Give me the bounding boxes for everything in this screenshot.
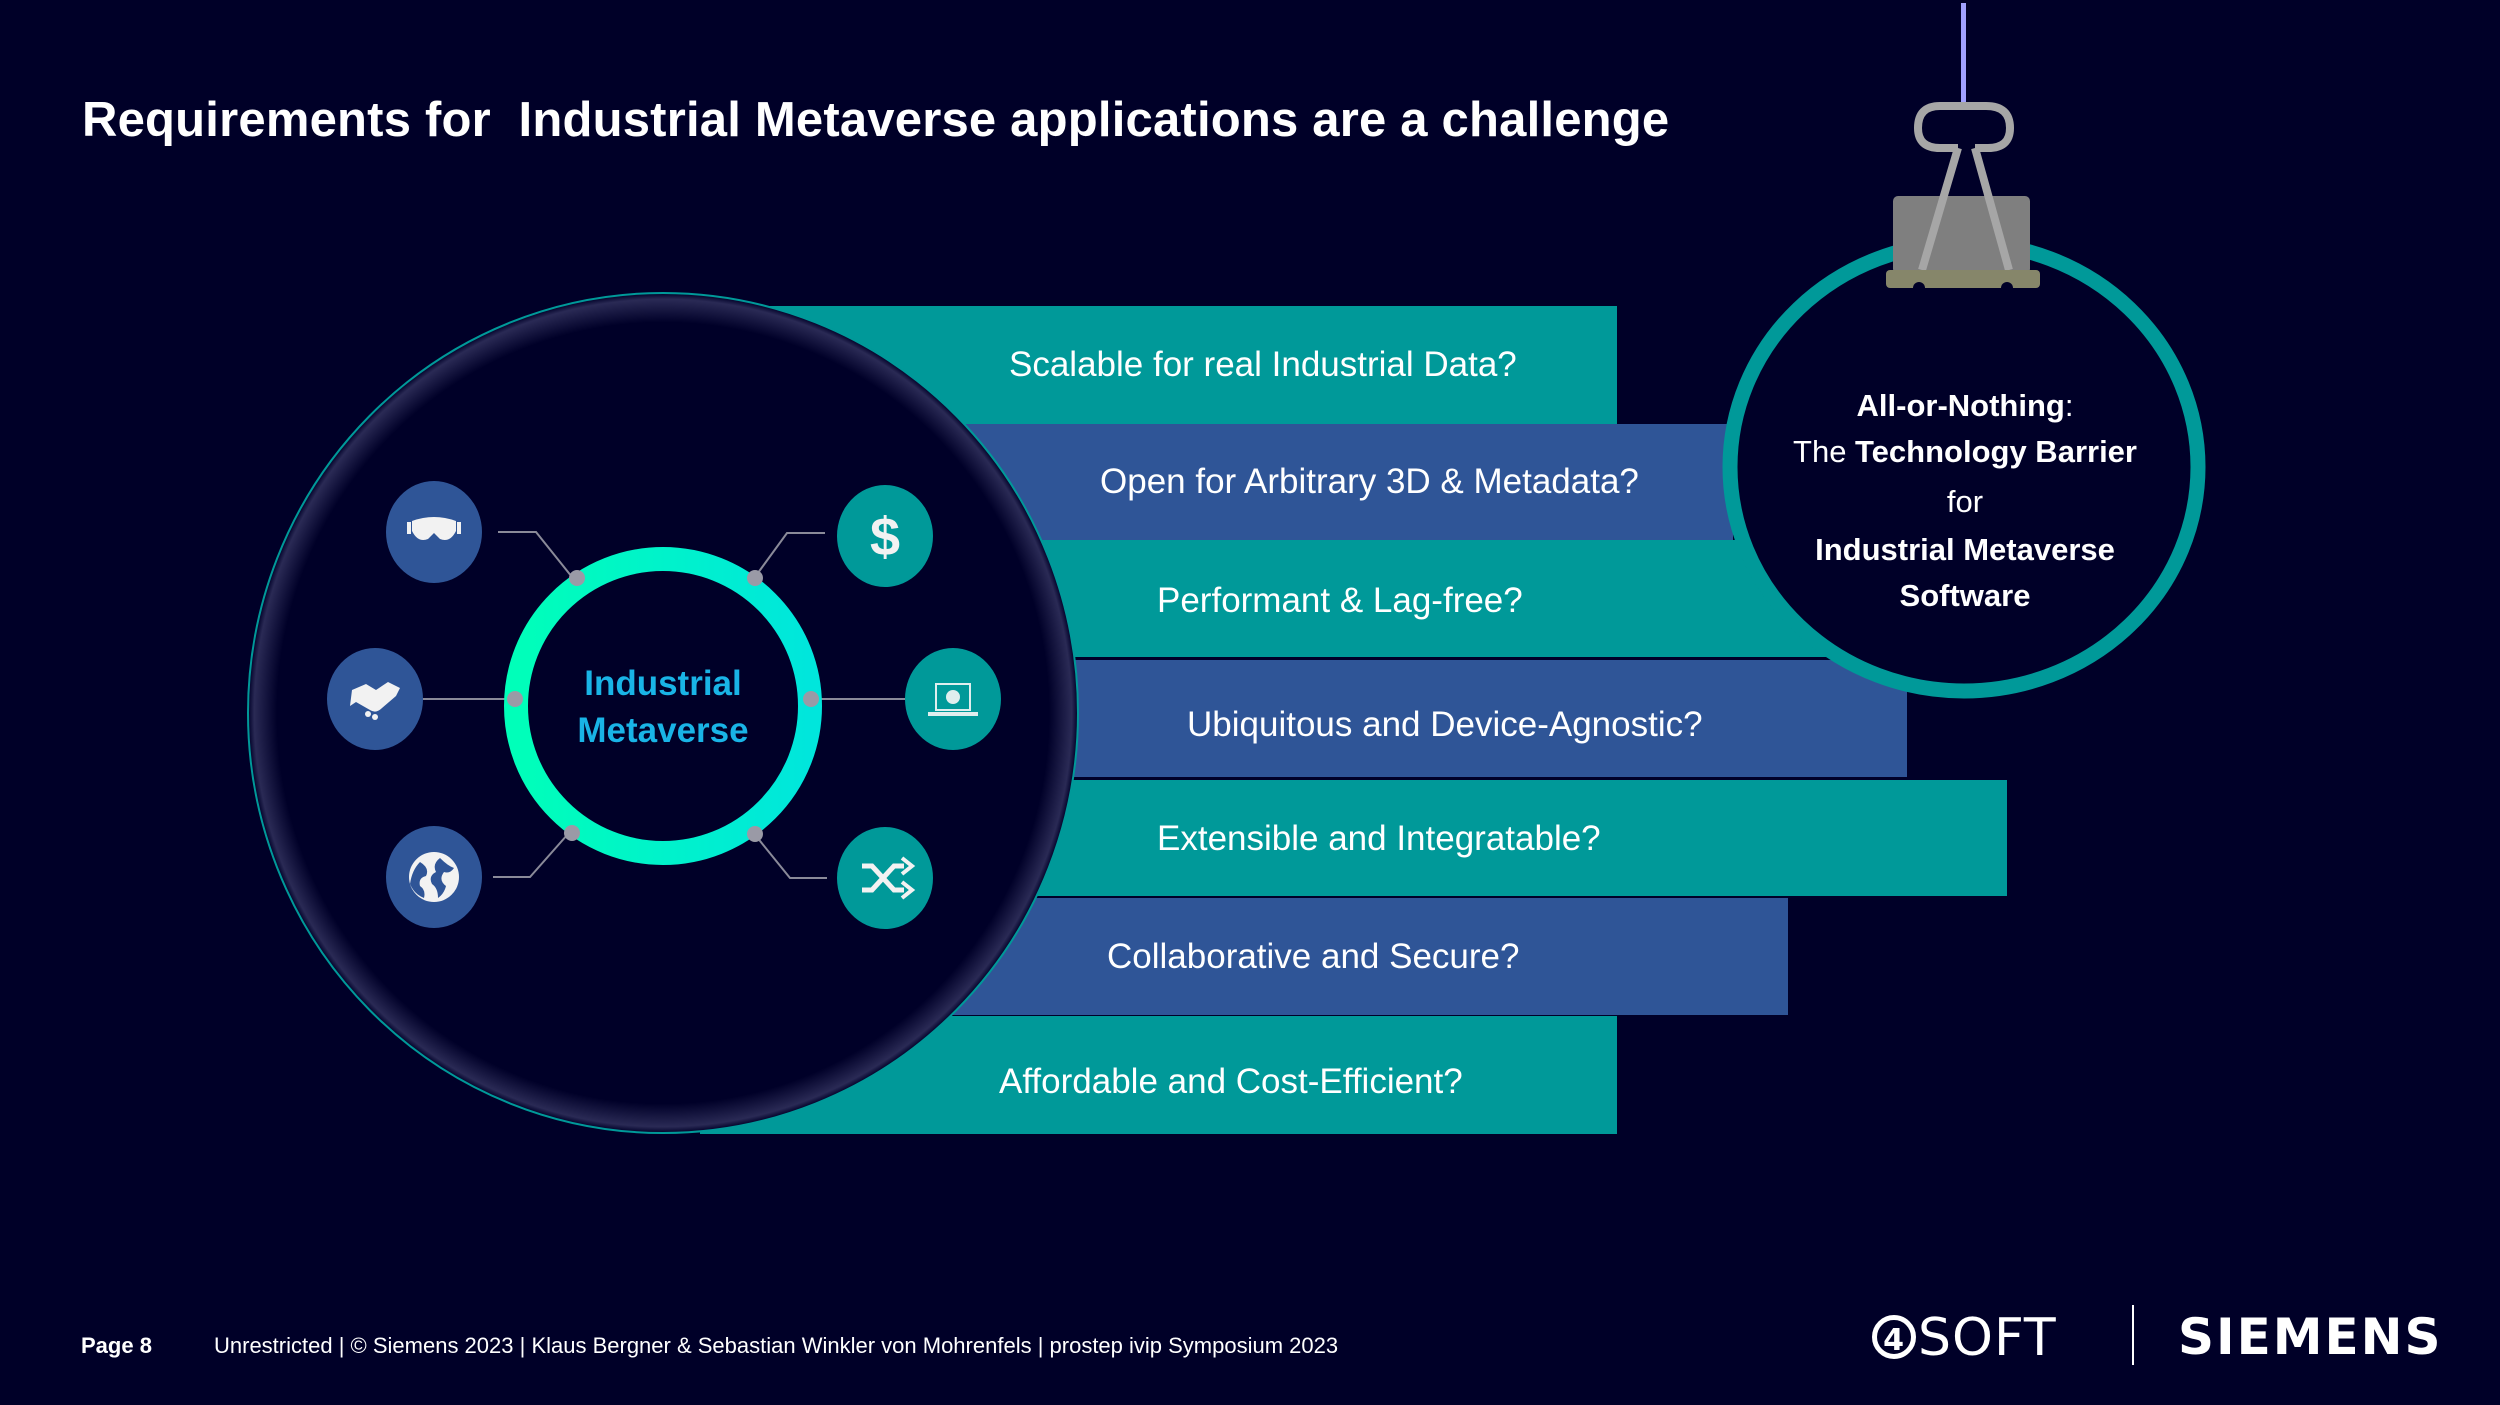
hub-label-line2: Metaverse xyxy=(577,711,749,750)
barrier-line5: Software xyxy=(1899,578,2031,613)
barrier-line3: for xyxy=(1946,484,1984,519)
requirement-ubiquitous: Ubiquitous and Device-Agnostic? xyxy=(1187,705,1703,744)
requirement-performant: Performant & Lag-free? xyxy=(1157,581,1523,620)
dollar-icon: $ xyxy=(837,485,933,587)
logo-divider xyxy=(2132,1305,2134,1365)
page-number: Page 8 xyxy=(81,1333,152,1358)
requirement-scalable: Scalable for real Industrial Data? xyxy=(1009,345,1517,384)
requirement-open: Open for Arbitrary 3D & Metadata? xyxy=(1100,462,1639,501)
binder-clip-icon xyxy=(1886,3,2040,294)
barrier-line2: The Technology Barrier xyxy=(1793,434,2137,469)
shuffle-icon xyxy=(837,827,933,929)
globe-icon xyxy=(386,826,482,928)
barrier-line1: All-or-Nothing: xyxy=(1856,388,2074,423)
requirement-collaborative: Collaborative and Secure? xyxy=(1107,937,1520,976)
ring-nodes xyxy=(507,570,819,842)
4soft-logo-mark: 4 xyxy=(1872,1315,1916,1359)
ar-headset-icon xyxy=(386,481,482,583)
requirement-affordable: Affordable and Cost-Efficient? xyxy=(999,1062,1463,1101)
requirement-extensible: Extensible and Integratable? xyxy=(1157,819,1601,858)
siemens-logo: SIEMENS xyxy=(2178,1308,2443,1366)
svg-text:$: $ xyxy=(870,507,900,567)
slide-title: Requirements for Industrial Metaverse ap… xyxy=(82,93,1670,147)
footer-text: Unrestricted | © Siemens 2023 | Klaus Be… xyxy=(214,1333,1339,1358)
laptop-globe-icon xyxy=(905,648,1001,750)
barrier-text: All-or-Nothing: The Technology Barrier f… xyxy=(1740,383,2190,619)
hub-label: Industrial Metaverse xyxy=(503,660,823,754)
barrier-line4: Industrial Metaverse xyxy=(1815,532,2115,567)
handshake-icon xyxy=(327,648,423,750)
4soft-logo-text: SOFT xyxy=(1918,1308,2057,1368)
hub-label-line1: Industrial xyxy=(584,664,742,703)
